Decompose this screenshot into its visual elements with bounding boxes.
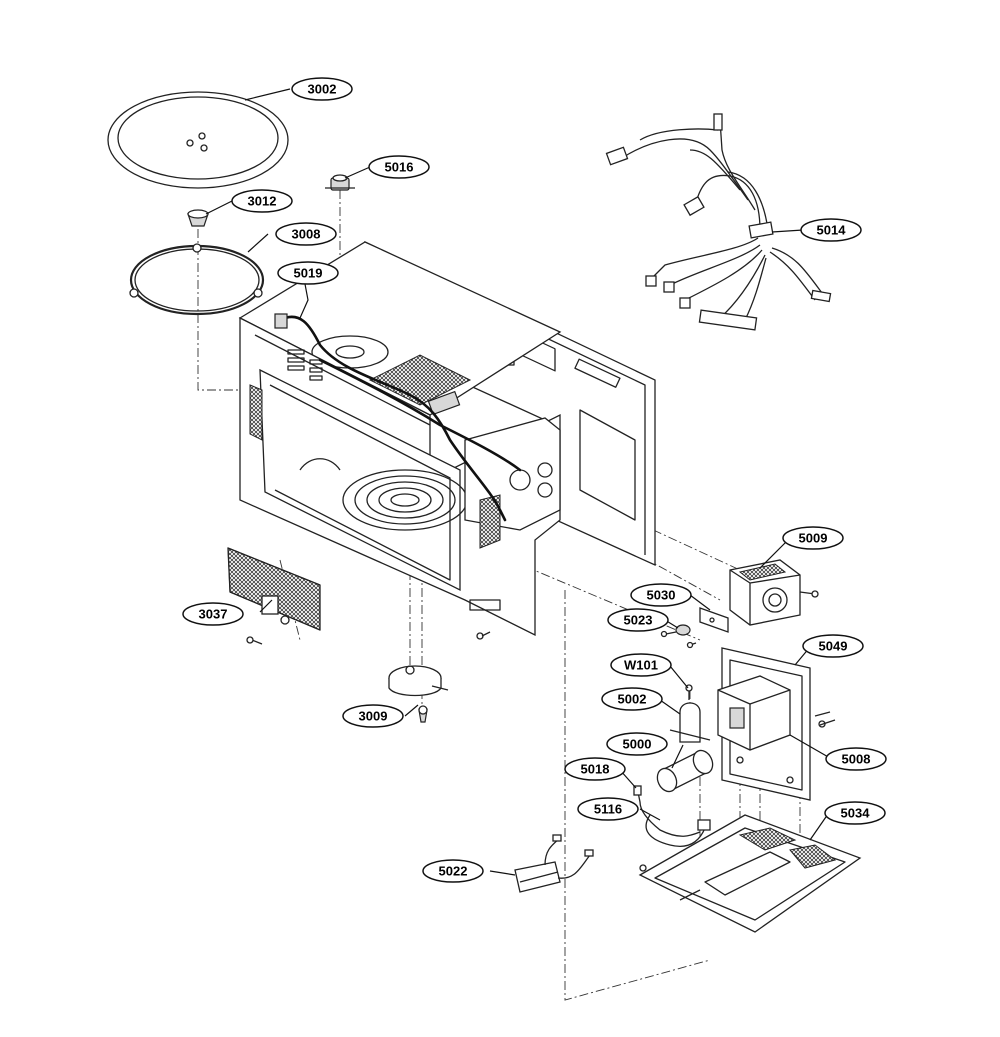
callout-5016: 5016 [368,155,430,179]
turntable-coupler [187,209,209,227]
screw-w101 [685,684,693,700]
callout-label: 5049 [819,639,848,654]
main-wire-harness [605,113,832,331]
callout-W101: W101 [610,653,672,677]
callout-label: 5018 [581,762,610,777]
callout-3009: 3009 [342,704,404,728]
callout-label: 3009 [359,709,388,724]
callout-5049: 5049 [802,634,864,658]
callout-5116: 5116 [577,797,639,821]
callout-label: 5023 [624,613,653,628]
roller-ring [129,243,265,316]
oven-cavity-chassis [238,240,656,637]
callout-5030: 5030 [630,583,692,607]
callout-5009: 5009 [782,526,844,550]
callout-label: 5019 [294,266,323,281]
callout-label: 5022 [439,864,468,879]
magnetron [729,559,819,626]
high-voltage-transformer [717,675,831,751]
callout-5002: 5002 [601,687,663,711]
callout-label: 5034 [841,806,871,821]
cavity-wire-harness [274,313,522,522]
callout-5018: 5018 [564,757,626,781]
callout-label: 5014 [817,223,847,238]
callout-label: 5002 [618,692,647,707]
thermostat [325,174,355,191]
callout-label: 5000 [623,737,652,752]
callout-label: 3008 [292,227,321,242]
screws [476,631,836,728]
thermal-fuse [660,624,697,649]
base-plate [638,814,862,933]
callout-label: 5030 [647,588,676,603]
sensor-bracket [699,607,729,633]
callout-5000: 5000 [606,732,668,756]
callout-3012: 3012 [231,189,293,213]
high-voltage-diode [669,702,711,743]
callout-label: 5009 [799,531,828,546]
turntable-tray [107,91,289,189]
callout-5022: 5022 [422,859,484,883]
callout-label: 3012 [248,194,277,209]
callout-5008: 5008 [825,747,887,771]
door-switch-wire [633,785,701,837]
callout-3037: 3037 [182,602,244,626]
callout-label: 3002 [308,82,337,97]
callout-label: 5016 [385,160,414,175]
callout-5034: 5034 [824,801,886,825]
callout-5019: 5019 [277,261,339,285]
door-switch-assembly [514,834,594,893]
callout-3002: 3002 [291,77,353,101]
callout-label: 3037 [199,607,228,622]
high-voltage-capacitor [656,749,714,793]
callout-label: 5008 [842,752,871,767]
callout-5014: 5014 [800,218,862,242]
callout-label: W101 [624,658,658,673]
turntable-motor [388,665,449,723]
callout-label: 5116 [594,802,622,817]
switch-assembly-wire [645,814,711,847]
callout-5023: 5023 [607,608,669,632]
vent-grille [227,547,321,645]
callout-3008: 3008 [275,222,337,246]
